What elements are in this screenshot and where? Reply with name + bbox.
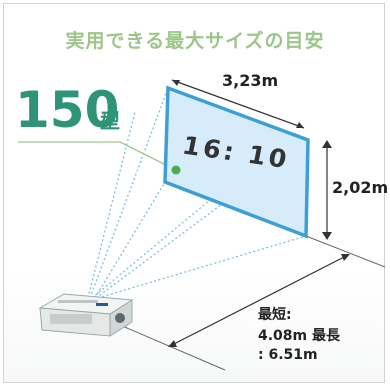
projector-icon	[38, 293, 134, 337]
floor-line-upper	[305, 235, 386, 268]
width-dimension-arrow	[171, 79, 305, 129]
screen-dot	[171, 165, 181, 175]
throw-max-value: : 6.51m	[258, 347, 318, 363]
throw-distance-arrow	[168, 254, 350, 347]
screen-width-label: 3,23m	[222, 71, 279, 90]
screen-height-label: 2,02m	[332, 178, 389, 197]
projection-beam	[87, 87, 309, 299]
height-dimension-arrow	[322, 140, 332, 240]
screen-size-unit: 型	[100, 109, 120, 133]
throw-min-label: 最短:	[258, 307, 292, 323]
screen	[163, 85, 310, 239]
screen-size-number: 150	[15, 81, 120, 139]
throw-min-value: 4.08m 最長	[258, 328, 341, 344]
size-leader-line	[18, 141, 177, 171]
page-title: 実用できる最大サイズの目安	[65, 30, 325, 52]
floor-line-lower	[119, 324, 226, 371]
